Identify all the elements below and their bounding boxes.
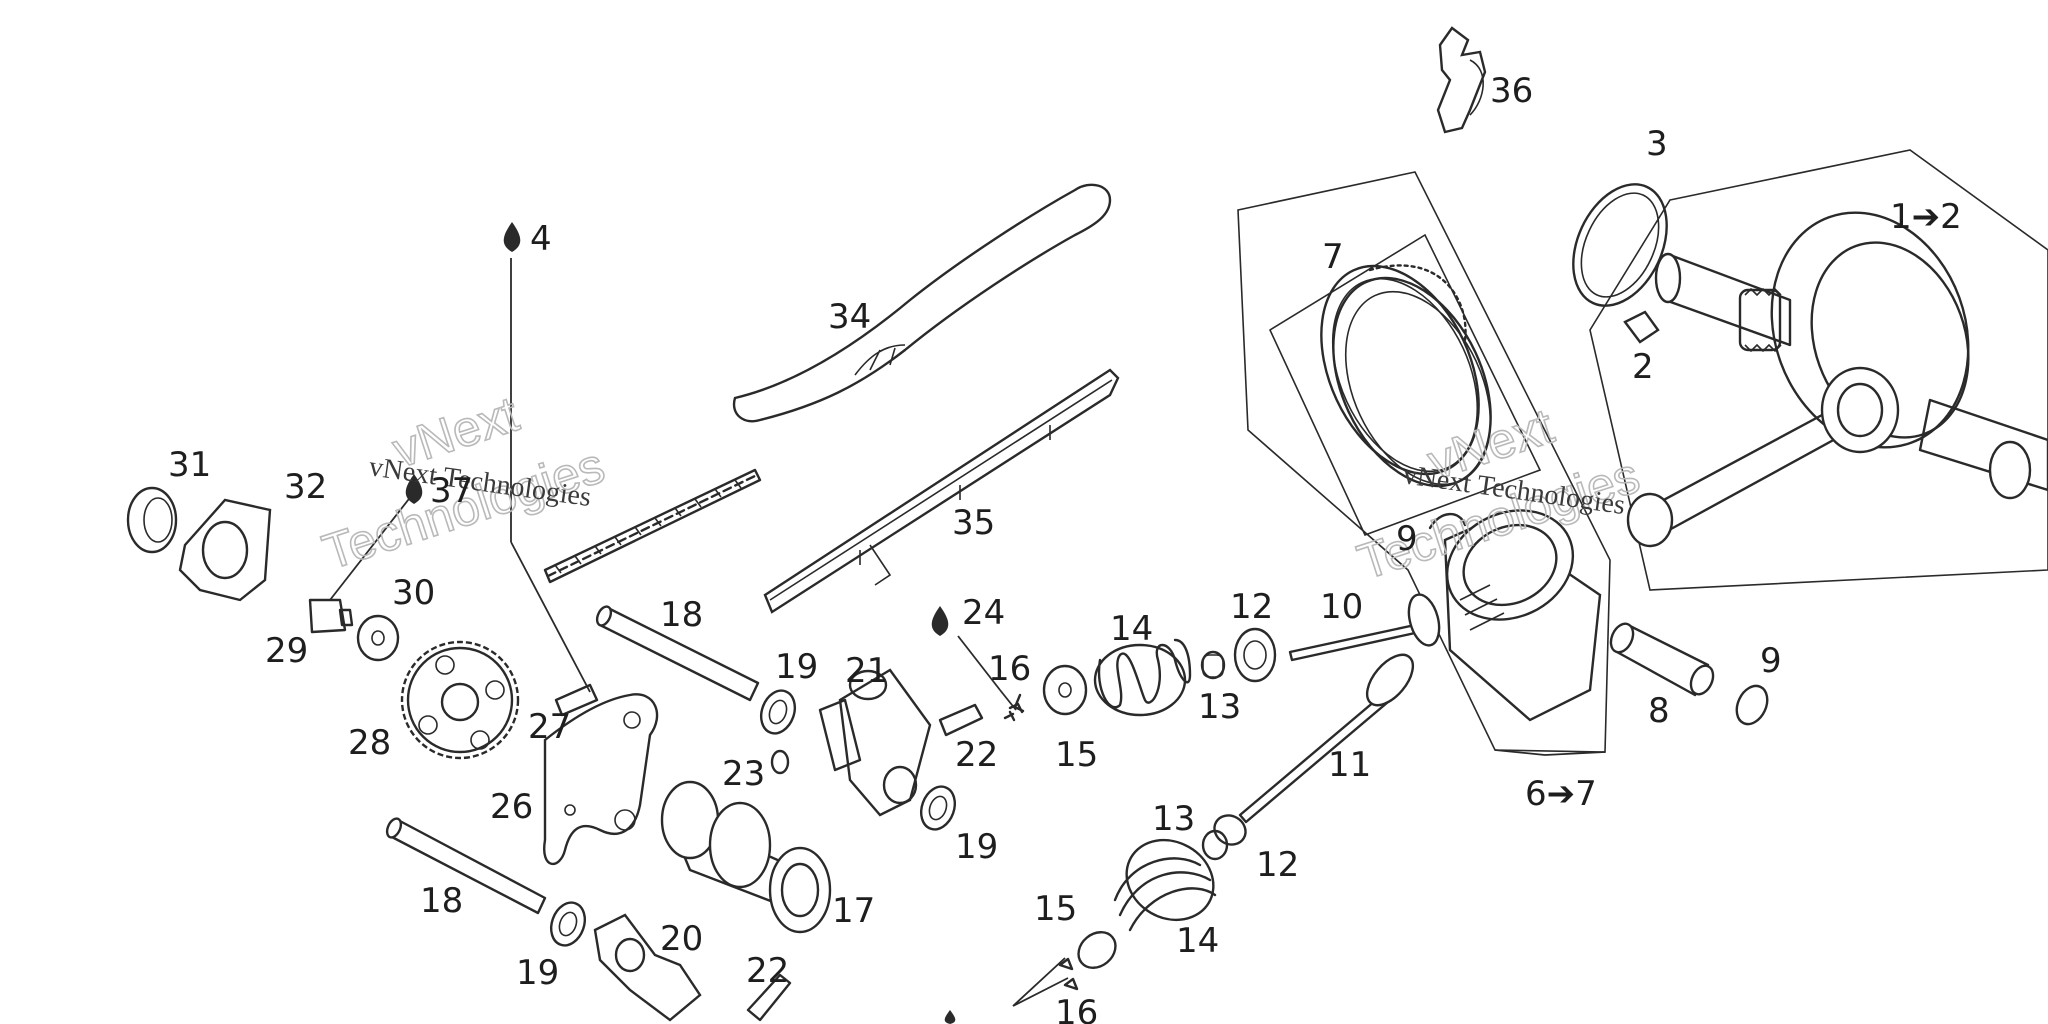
intake-valve-part bbox=[1288, 593, 1441, 662]
oil-drop-icon bbox=[944, 1010, 956, 1024]
decompressor-parts bbox=[126, 486, 272, 602]
thrust-washer-part bbox=[1572, 183, 1668, 307]
piston-pin-part bbox=[1609, 622, 1715, 697]
callout-18a: 18 bbox=[660, 595, 703, 635]
callout-7: 7 bbox=[1322, 237, 1344, 277]
callout-28: 28 bbox=[348, 723, 391, 763]
woodruff-key-part bbox=[1623, 310, 1660, 344]
callout-36: 36 bbox=[1490, 71, 1533, 111]
piston-assembly bbox=[1237, 171, 1611, 753]
callout-32: 32 bbox=[284, 467, 327, 507]
bottom-valve-train-parts bbox=[1058, 814, 1247, 991]
callout-14b: 14 bbox=[1176, 921, 1219, 961]
callout-6-7: 6➔7 bbox=[1525, 774, 1597, 814]
callout-30: 30 bbox=[392, 573, 435, 613]
callout-22a: 22 bbox=[955, 735, 998, 775]
callout-20: 20 bbox=[660, 919, 703, 959]
callout-24: 24 bbox=[962, 593, 1005, 633]
callout-1-2: 1➔2 bbox=[1890, 197, 1962, 237]
cam-sprocket-part bbox=[400, 640, 520, 760]
callout-37: 37 bbox=[430, 471, 473, 511]
cam-chain-part bbox=[543, 468, 762, 584]
leader-lines bbox=[329, 258, 1606, 1007]
exhaust-valve-part bbox=[1238, 653, 1415, 824]
callout-9a: 9 bbox=[1396, 519, 1418, 559]
callout-2: 2 bbox=[1632, 347, 1654, 387]
rocker-shaft-upper-part bbox=[595, 605, 760, 702]
callout-19b: 19 bbox=[955, 827, 998, 867]
callout-26: 26 bbox=[490, 787, 533, 827]
chain-guide-lower-part bbox=[763, 368, 1120, 614]
callout-18b: 18 bbox=[420, 881, 463, 921]
callout-34: 34 bbox=[828, 297, 871, 337]
piston-pin-clip-part bbox=[1735, 684, 1769, 726]
callout-15b: 15 bbox=[1034, 889, 1077, 929]
camshaft-part bbox=[660, 780, 832, 934]
callout-13a: 13 bbox=[1198, 687, 1241, 727]
callout-13b: 13 bbox=[1152, 799, 1195, 839]
callout-14a: 14 bbox=[1110, 609, 1153, 649]
callout-16b: 16 bbox=[1055, 993, 1098, 1024]
callout-29: 29 bbox=[265, 631, 308, 671]
oil-drop-icon bbox=[405, 474, 423, 504]
callout-12a: 12 bbox=[1230, 587, 1273, 627]
callout-17: 17 bbox=[832, 891, 875, 931]
callout-4: 4 bbox=[530, 219, 552, 259]
callout-31: 31 bbox=[168, 445, 211, 485]
callout-22b: 22 bbox=[746, 951, 789, 991]
callout-21: 21 bbox=[845, 651, 888, 691]
callout-19a: 19 bbox=[775, 647, 818, 687]
washers-parts bbox=[356, 614, 957, 947]
callout-15a: 15 bbox=[1055, 735, 1098, 775]
oil-drop-icon bbox=[503, 222, 521, 252]
rocker-shaft-lower-part bbox=[385, 817, 547, 915]
rocker-arm-lower-part bbox=[593, 913, 702, 1022]
callout-35: 35 bbox=[952, 503, 995, 543]
rocker-arm-upper-part bbox=[818, 668, 932, 817]
callout-3: 3 bbox=[1646, 124, 1668, 164]
callout-16a: 16 bbox=[988, 649, 1031, 689]
chain-guide-upper-part bbox=[732, 183, 1112, 423]
callout-10: 10 bbox=[1320, 587, 1363, 627]
callout-12b: 12 bbox=[1256, 845, 1299, 885]
chain-tensioner-arm-part bbox=[1436, 26, 1487, 134]
top-valve-train-parts bbox=[1008, 627, 1277, 722]
callout-9b: 9 bbox=[1760, 641, 1782, 681]
crankshaft-assembly bbox=[1589, 149, 2048, 591]
callout-27: 27 bbox=[528, 707, 571, 747]
holder-plate-part bbox=[543, 693, 659, 866]
callout-19c: 19 bbox=[516, 953, 559, 993]
oil-drop-icon bbox=[931, 606, 949, 636]
callout-23: 23 bbox=[722, 754, 765, 794]
callout-8: 8 bbox=[1648, 691, 1670, 731]
callout-11: 11 bbox=[1328, 745, 1371, 785]
callout-labels: 1➔2 2 3 4 6➔7 7 8 9 9 10 11 12 12 13 13 … bbox=[168, 71, 1962, 1024]
